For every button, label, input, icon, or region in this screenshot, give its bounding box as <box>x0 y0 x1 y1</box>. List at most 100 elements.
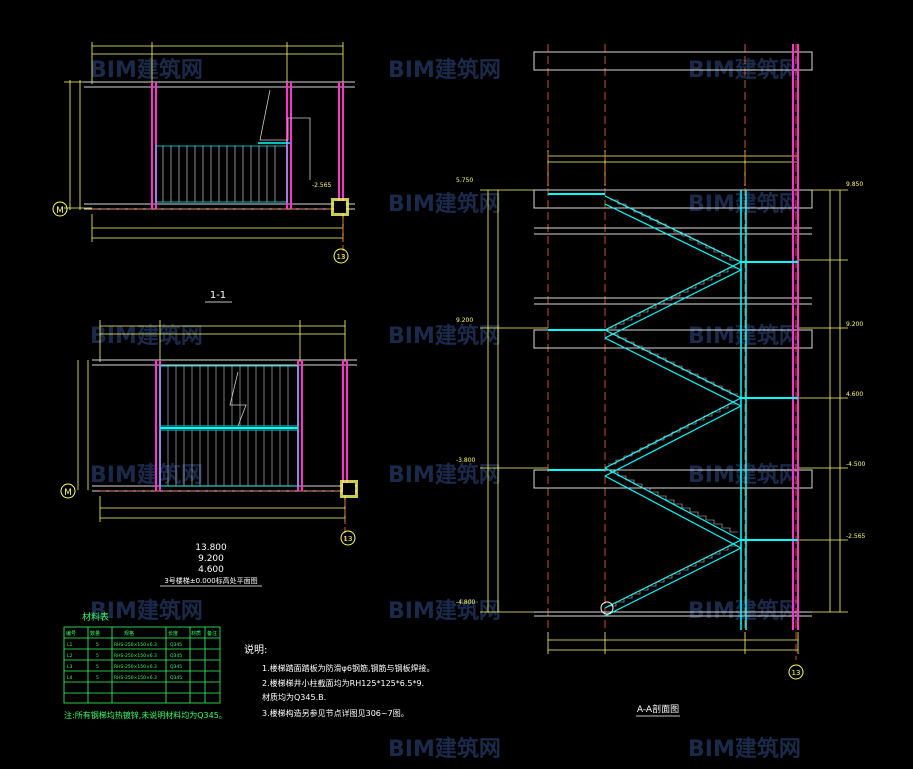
watermark: BIM建筑网 <box>388 598 501 624</box>
watermark: BIM建筑网 <box>90 598 203 624</box>
watermark: BIM建筑网 <box>90 462 203 488</box>
table-cell: L3 <box>67 664 73 670</box>
level-line: 9.200 <box>198 554 224 564</box>
section-title: A-A剖面图 <box>637 703 679 715</box>
watermark: BIM建筑网 <box>688 191 801 217</box>
plan1-dimensions <box>64 42 344 242</box>
level-label: 5.750 <box>456 177 473 184</box>
section-steps <box>608 199 738 607</box>
note-item: 1.楼梯踏面踏板为防滑φ6钢筋,钢筋与钢板焊接。 <box>262 663 435 673</box>
plan2-column-hatch-inner <box>343 483 355 495</box>
level-line: 4.600 <box>198 565 224 575</box>
level-label: -4.800 <box>456 599 476 606</box>
table-cell: 5 <box>96 653 99 659</box>
level-line: 13.800 <box>195 543 227 553</box>
plan2-treads <box>167 366 289 486</box>
plan1-title: 1-1 <box>210 290 226 301</box>
note-item: 材质均为Q345.B. <box>262 692 326 702</box>
level-label: -3.800 <box>456 457 476 464</box>
table-cell: RHS-250×150×6.3 <box>114 653 157 659</box>
level-label: 4.600 <box>846 391 863 398</box>
materials-header: 数量 <box>90 630 100 637</box>
level-label: 9.200 <box>456 317 473 324</box>
stair-plan-upper: M 13 -2.565 1-1 <box>52 42 355 303</box>
section-column <box>792 44 799 630</box>
grid-bubble-13 <box>788 664 804 680</box>
section-landings <box>548 193 798 541</box>
plan2-dimensions <box>77 320 346 522</box>
watermark: BIM建筑网 <box>688 736 801 762</box>
general-notes: 说明: 1.楼梯踏面踏板为防滑φ6钢筋,钢筋与钢板焊接。 2.楼梯梯井小柱截面均… <box>244 643 435 718</box>
table-cell: Q345 <box>170 653 182 659</box>
materials-header: 备注 <box>207 630 217 637</box>
materials-header: 编号 <box>66 630 76 637</box>
materials-table: 材料表 编号 数量 规格 长度 材质 备注 L1 5 RHS-250×15 <box>63 611 227 720</box>
note-item: 3.楼梯构造另参见节点详图见306~7图。 <box>262 708 409 718</box>
notes-title: 说明: <box>244 643 267 656</box>
grid-label-13: 13 <box>337 253 346 261</box>
table-cell: 5 <box>96 642 99 648</box>
section-post <box>740 190 747 630</box>
section-a-a: 5.750 9.200 -3.800 -4.800 9.850 9.200 4.… <box>456 44 866 717</box>
grid-label-13: 13 <box>792 669 801 677</box>
table-cell: Q345 <box>170 642 182 648</box>
grid-label-m: M <box>56 206 64 216</box>
grid-bubble-m <box>60 483 76 499</box>
plan1-level: -2.565 <box>312 182 332 189</box>
table-cell: RHS-250×150×6.3 <box>114 664 157 670</box>
materials-header: 材质 <box>191 630 201 637</box>
section-axes <box>547 44 797 660</box>
watermark: BIM建筑网 <box>388 323 501 349</box>
plan2-caption: 3号楼梯±0.000标高处平面图 <box>164 576 257 585</box>
materials-note: 注:所有钢梯均热镀锌,未说明材料均为Q345。 <box>64 710 227 720</box>
plan2-lower-flight <box>159 429 299 487</box>
grid-label-13: 13 <box>344 535 353 543</box>
grid-bubble-m <box>52 201 68 217</box>
level-label: 9.200 <box>846 321 863 328</box>
grid-bubble-13 <box>333 248 349 264</box>
watermark: BIM建筑网 <box>388 57 501 83</box>
plan1-treads <box>155 145 288 203</box>
table-cell: L1 <box>67 642 73 648</box>
level-label: 9.850 <box>846 181 863 188</box>
plan2-upper-flight <box>159 365 299 427</box>
table-cell: 5 <box>96 664 99 670</box>
watermark: BIM建筑网 <box>388 736 501 762</box>
table-cell: RHS-250×150×6.3 <box>114 675 157 681</box>
materials-header: 长度 <box>168 630 178 637</box>
table-cell: Q345 <box>170 675 182 681</box>
table-cell: L2 <box>67 653 73 659</box>
materials-rows: L1 5 RHS-250×150×6.3 Q345 L2 5 RHS-250×1… <box>67 642 182 681</box>
note-item: 2.楼梯梯井小柱截面均为RH125*125*6.5*9. <box>262 678 424 688</box>
stair-plan-lower: M 13 13.800 9.200 4.600 3号楼梯±0.000标高处平面图 <box>60 320 358 587</box>
watermark: BIM建筑网 <box>388 462 501 488</box>
detail-callout <box>600 601 614 615</box>
plan1-column-hatch-inner <box>334 201 346 213</box>
level-label: -2.565 <box>846 533 866 540</box>
watermark: BIM建筑网 <box>688 462 801 488</box>
table-cell: L4 <box>67 675 73 681</box>
table-cell: Q345 <box>170 664 182 670</box>
grid-label-m: M <box>64 488 72 498</box>
plan1-beams <box>84 81 355 210</box>
watermark: BIM建筑网 <box>388 191 501 217</box>
section-level-labels: 5.750 9.200 -3.800 -4.800 9.850 9.200 4.… <box>456 177 866 606</box>
watermark: BIM建筑网 <box>90 323 203 349</box>
materials-header-row: 编号 数量 规格 长度 材质 备注 <box>66 630 217 637</box>
section-stair-flights <box>604 195 742 617</box>
materials-grid <box>63 626 221 704</box>
watermark-layer: BIM建筑网 BIM建筑网 BIM建筑网 BIM建筑网 BIM建筑网 BIM建筑… <box>90 57 801 762</box>
plan2-break-line <box>229 371 247 427</box>
table-cell: RHS-250×150×6.3 <box>114 642 157 648</box>
section-floor-beams <box>533 51 813 617</box>
watermark: BIM建筑网 <box>688 323 801 349</box>
table-cell: 5 <box>96 675 99 681</box>
grid-bubble-13 <box>340 530 356 546</box>
level-label: -4.500 <box>846 461 866 468</box>
materials-title: 材料表 <box>82 611 109 623</box>
materials-header: 规格 <box>124 630 134 637</box>
plan1-columns <box>151 82 344 209</box>
watermark: BIM建筑网 <box>90 57 203 83</box>
plan1-break-line <box>259 89 311 180</box>
